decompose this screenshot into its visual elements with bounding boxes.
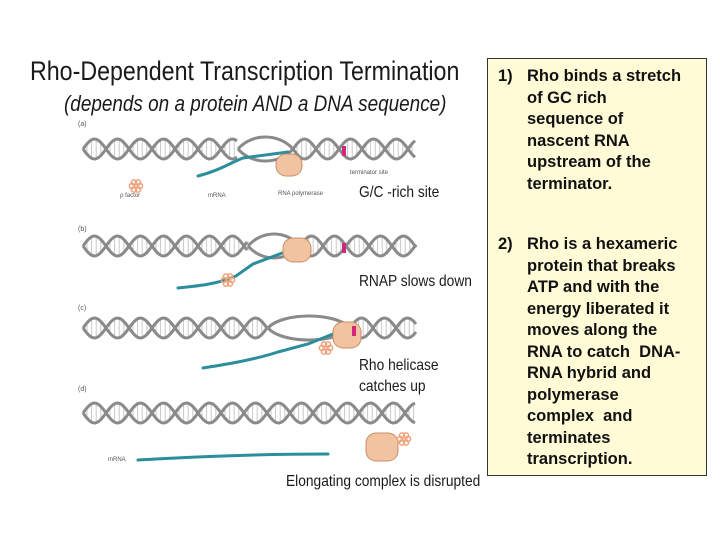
rho-b-subunit xyxy=(226,280,234,287)
rho-c-subunit xyxy=(324,341,332,348)
panel-letter-d: (d) xyxy=(78,386,87,393)
explanation-panel: 1) Rho binds a stretch of GC rich sequence… xyxy=(487,58,707,476)
helix-a-right-strand-bottom xyxy=(291,137,417,161)
label-mrna-a: mRNA xyxy=(208,193,226,199)
caption-gc-rich-site: G/C -rich site xyxy=(359,184,440,201)
point-2-line: protein that breaks xyxy=(527,256,676,275)
helix-b-left-strand-top xyxy=(81,234,249,258)
terminator-a xyxy=(342,146,346,156)
rho-b-subunit xyxy=(226,273,234,280)
polymerase-b xyxy=(282,237,312,263)
terminator-c xyxy=(352,326,356,336)
rho-d-subunit xyxy=(398,432,406,439)
helix-a-left-strand-top xyxy=(81,137,238,161)
rho-c-subunit xyxy=(324,348,332,355)
point-1-line: upstream of the xyxy=(527,153,651,171)
helix-c-right-strand-bottom xyxy=(348,316,418,340)
caption-catches-up: catches up xyxy=(359,378,426,395)
rho-a-subunit xyxy=(130,179,138,186)
rho-c-subunit xyxy=(320,341,328,348)
caption-rho-helicase: Rho helicase xyxy=(359,357,439,374)
point-2-line: Rho is a hexameric xyxy=(527,235,678,253)
rho-a-subunit xyxy=(134,179,142,186)
helix-d-strand-bottom xyxy=(81,401,416,425)
dna-helices xyxy=(81,135,418,425)
helix-c-left-strand-bottom xyxy=(81,316,269,340)
point-2-line: energy liberated it xyxy=(527,299,670,318)
terminator-marks xyxy=(342,146,356,336)
caption-complex-disrupted: Elongating complex is disrupted xyxy=(286,473,481,490)
terminator-b xyxy=(342,243,346,253)
polymerase-c xyxy=(332,321,362,349)
point-1: 1) Rho binds a stretch of GC rich sequence… xyxy=(498,66,704,193)
point-1-line: of GC rich xyxy=(527,88,607,107)
caption-rnap-slows-down: RNAP slows down xyxy=(359,273,472,290)
proteins xyxy=(128,153,412,462)
label-terminator-site: terminator site xyxy=(350,170,389,176)
point-2-line: RNA hybrid and xyxy=(527,364,652,382)
point-2: 2) Rho is a hexameric protein that breaks… xyxy=(498,234,704,468)
bubble-a-upper xyxy=(236,135,295,151)
label-rna-polymerase: RNA polymerase xyxy=(278,191,324,197)
point-1-line: terminator. xyxy=(527,174,613,193)
helix-a-left-strand-bottom xyxy=(81,137,238,161)
label-rho-factor: ρ factor xyxy=(120,193,140,199)
point-1-number: 1) xyxy=(498,67,513,85)
label-mrna-d: mRNA xyxy=(108,457,126,463)
panel-letter-c: (c) xyxy=(78,305,86,312)
point-1-text: Rho binds a stretch of GC rich sequence of… xyxy=(527,66,681,195)
rna-b xyxy=(176,247,295,290)
rho-d-subunit xyxy=(402,439,410,446)
rho-termination-figure: (a) (b) (c) (d) terminator site ρ factor… xyxy=(78,121,418,463)
rho-a-subunit xyxy=(134,186,142,193)
point-2-line: ATP and with the xyxy=(527,278,660,296)
point-1-line: sequence of xyxy=(527,110,624,128)
rna-a xyxy=(196,150,290,178)
point-2-line: transcription. xyxy=(527,450,633,468)
polymerase-d xyxy=(365,432,399,462)
polymerase-a xyxy=(275,153,303,177)
point-2-line: complex and xyxy=(527,407,633,425)
point-2-line: polymerase xyxy=(527,385,619,404)
point-2-line: moves along the xyxy=(527,321,658,339)
point-1-line: nascent RNA xyxy=(527,131,630,150)
helix-b-right-strand-bottom xyxy=(298,234,418,258)
panel-letter-a: (a) xyxy=(78,121,87,128)
helix-a-right-strand-top xyxy=(291,137,417,161)
rna-d xyxy=(136,452,330,462)
rna-c xyxy=(201,328,345,370)
point-1-line: Rho binds a stretch xyxy=(527,67,682,85)
page-subtitle: (depends on a protein AND a DNA sequence… xyxy=(64,91,447,116)
page-title: Rho-Dependent Transcription Termination xyxy=(30,56,460,86)
helix-b-right-strand-top xyxy=(298,234,418,258)
rna-strands xyxy=(136,150,345,462)
point-2-line: terminates xyxy=(527,428,611,447)
point-2-number: 2) xyxy=(498,235,513,253)
helix-b-left-strand-bottom xyxy=(81,234,249,258)
rho-b-subunit xyxy=(222,273,230,280)
rho-d-subunit xyxy=(402,432,410,439)
panel-letter-b: (b) xyxy=(78,226,87,233)
point-2-line: RNA to catch DNA- xyxy=(527,342,681,361)
